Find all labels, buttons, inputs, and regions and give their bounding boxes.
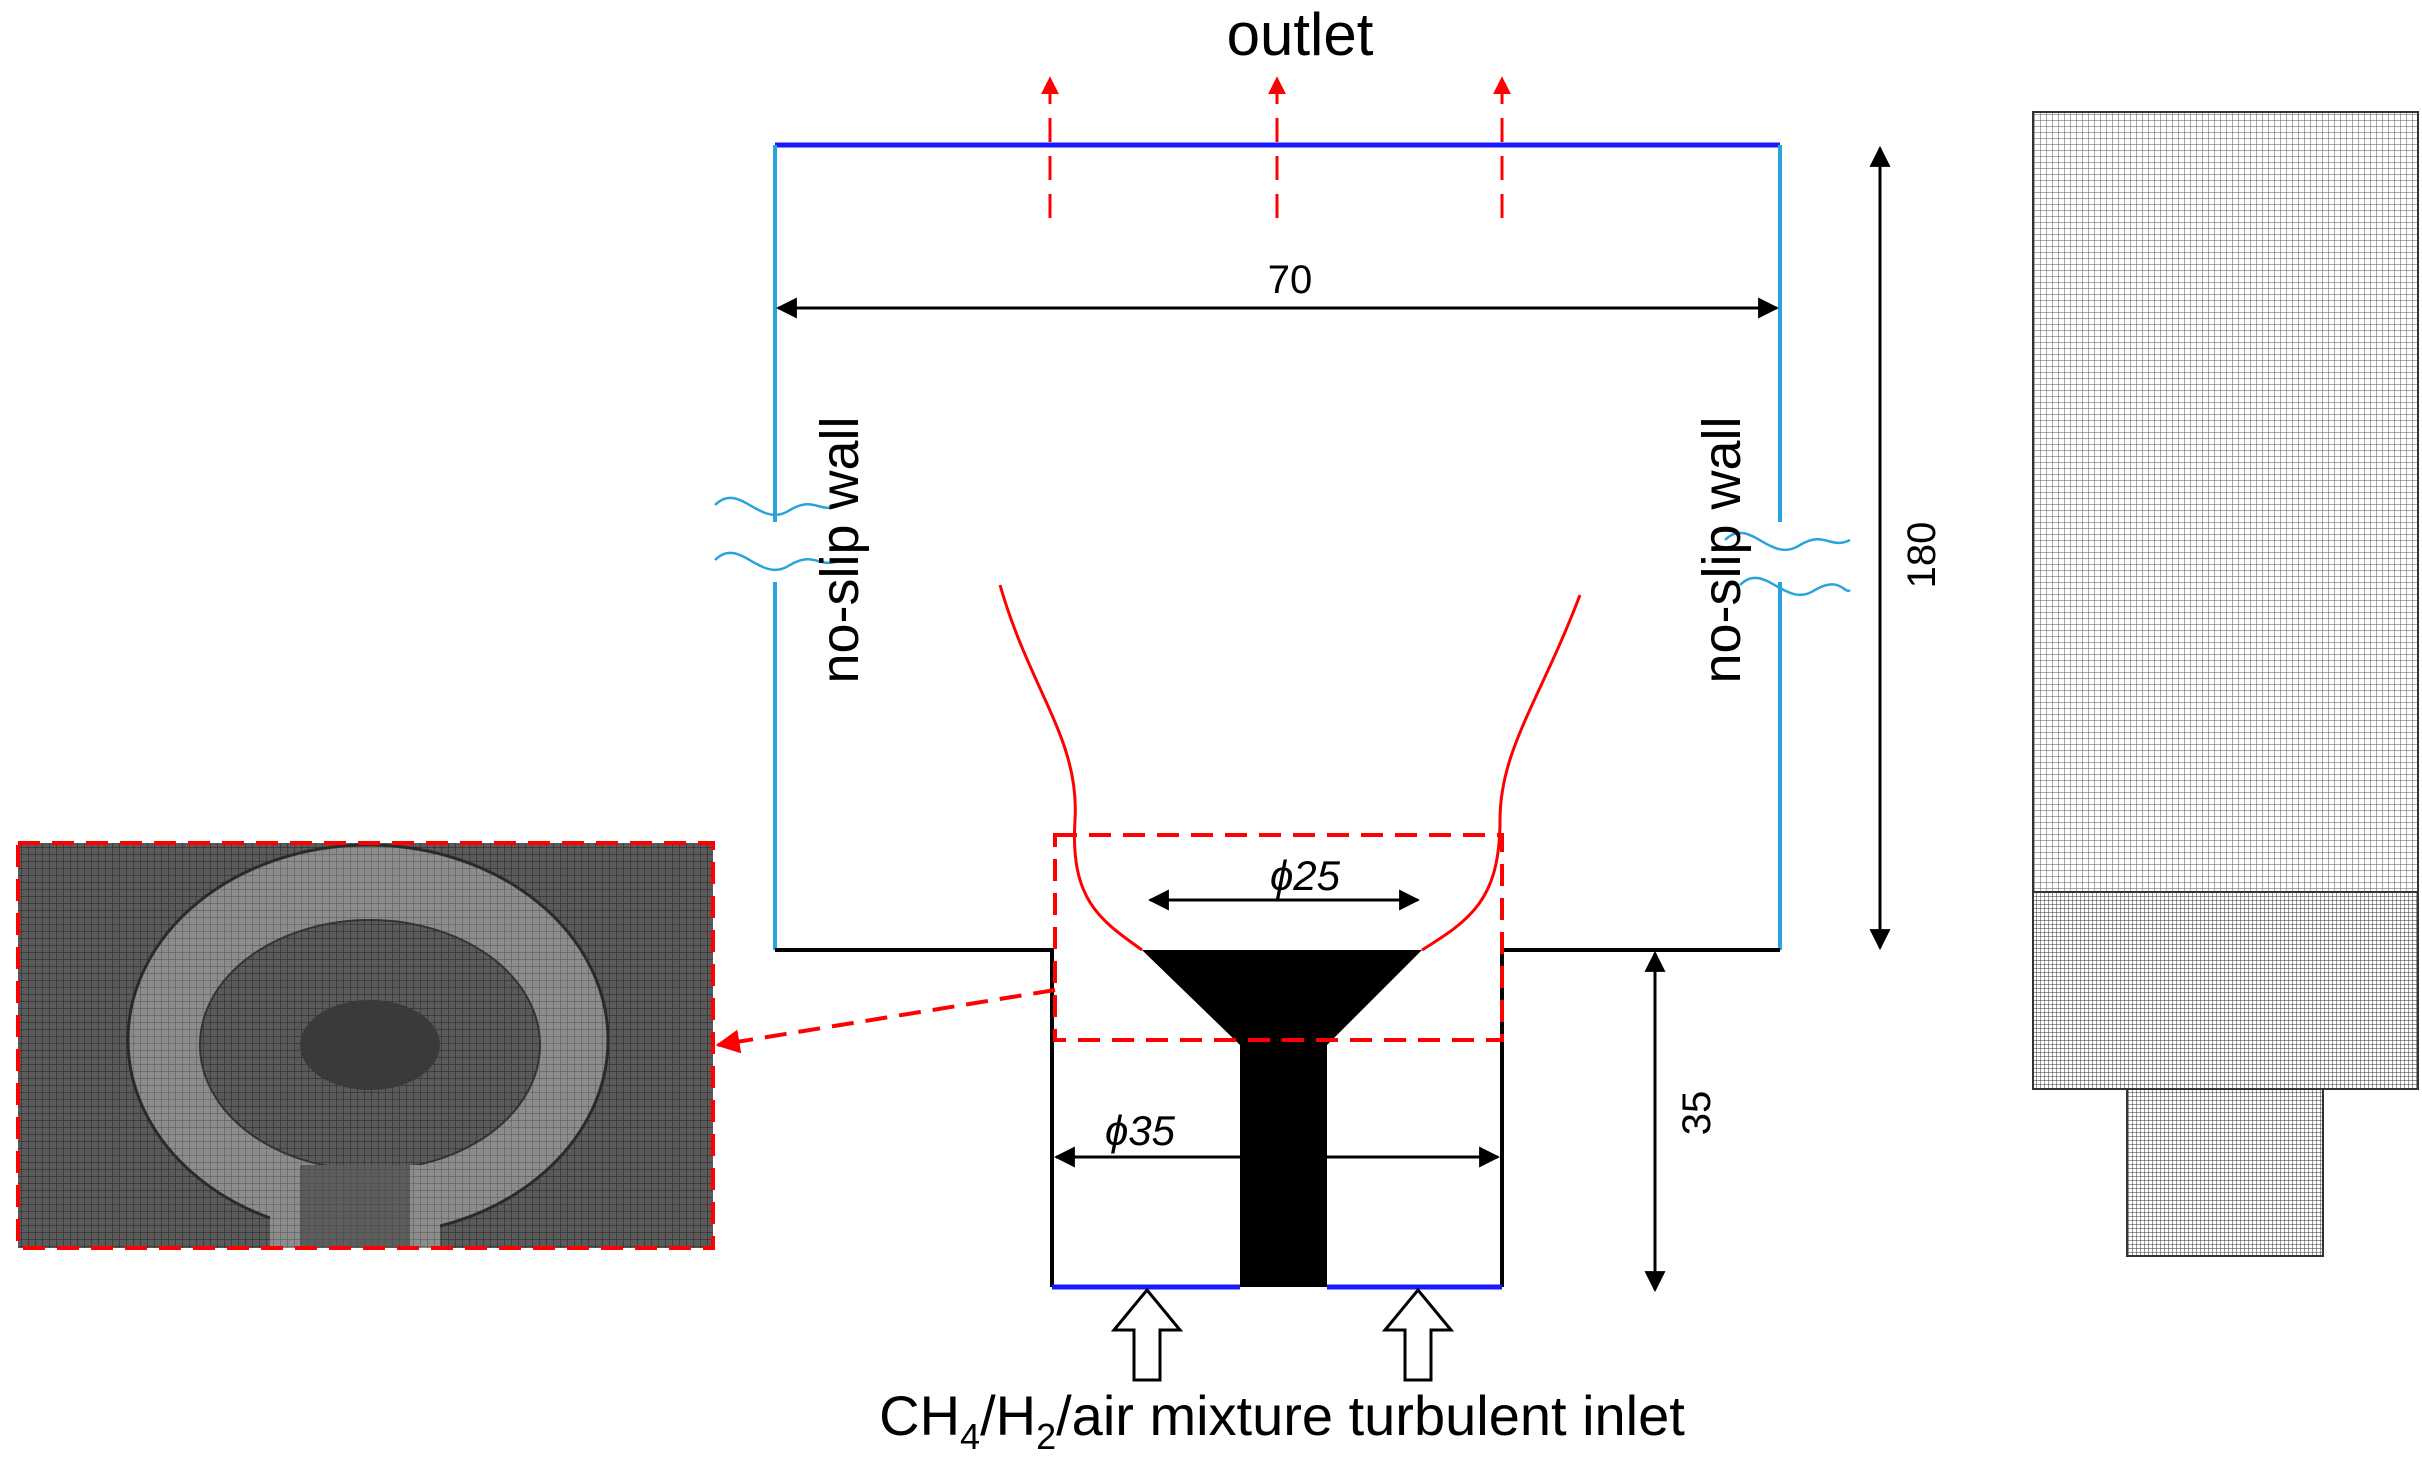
bluff-body	[1142, 950, 1422, 1287]
mesh-center	[300, 1000, 440, 1090]
inlet-label-rest: /air mixture turbulent inlet	[1056, 1384, 1685, 1447]
inset-border	[16, 841, 715, 1250]
mesh-chamber-upper	[2032, 111, 2419, 893]
flame-right	[1421, 594, 1582, 952]
mesh-zoom-inset	[16, 841, 715, 1250]
inlet-label-sub-4: 4	[960, 1416, 980, 1457]
left-wall-label: no-slip wall	[810, 416, 870, 683]
inlet-arrow-left	[1110, 1287, 1184, 1382]
break-symbol-left	[714, 496, 841, 572]
zoom-region-box	[1053, 833, 1504, 1042]
flame-left	[998, 584, 1143, 952]
inlet-label: CH4/H2/air mixture turbulent inlet	[879, 1384, 1685, 1457]
inlet-arrow-right	[1381, 1287, 1455, 1382]
right-wall-label: no-slip wall	[1692, 416, 1752, 683]
bluff-diameter-label: ϕ25	[1270, 852, 1341, 899]
mesh-chamber-lower	[2032, 891, 2419, 1090]
dump-plane-right	[1500, 948, 1780, 1287]
inlet-height-label: 35	[1675, 1091, 1719, 1136]
inlet-label-h: /H	[980, 1384, 1036, 1447]
outlet-label: outlet	[1227, 1, 1374, 68]
inlet-label-sub-2: 2	[1036, 1416, 1056, 1457]
full-domain-mesh	[2032, 111, 2419, 1257]
zoom-pointer-arrow	[715, 988, 1056, 1054]
break-symbol-right	[1724, 531, 1851, 597]
dump-plane-left	[775, 948, 1054, 1287]
width-label: 70	[1268, 258, 1313, 302]
inlet-diameter-label: ϕ35	[1105, 1107, 1176, 1154]
inlet-label-ch: CH	[879, 1384, 960, 1447]
outlet-arrows	[1041, 76, 1511, 218]
height-label: 180	[1900, 522, 1944, 589]
mesh-inlet-pipe	[2126, 1088, 2324, 1257]
